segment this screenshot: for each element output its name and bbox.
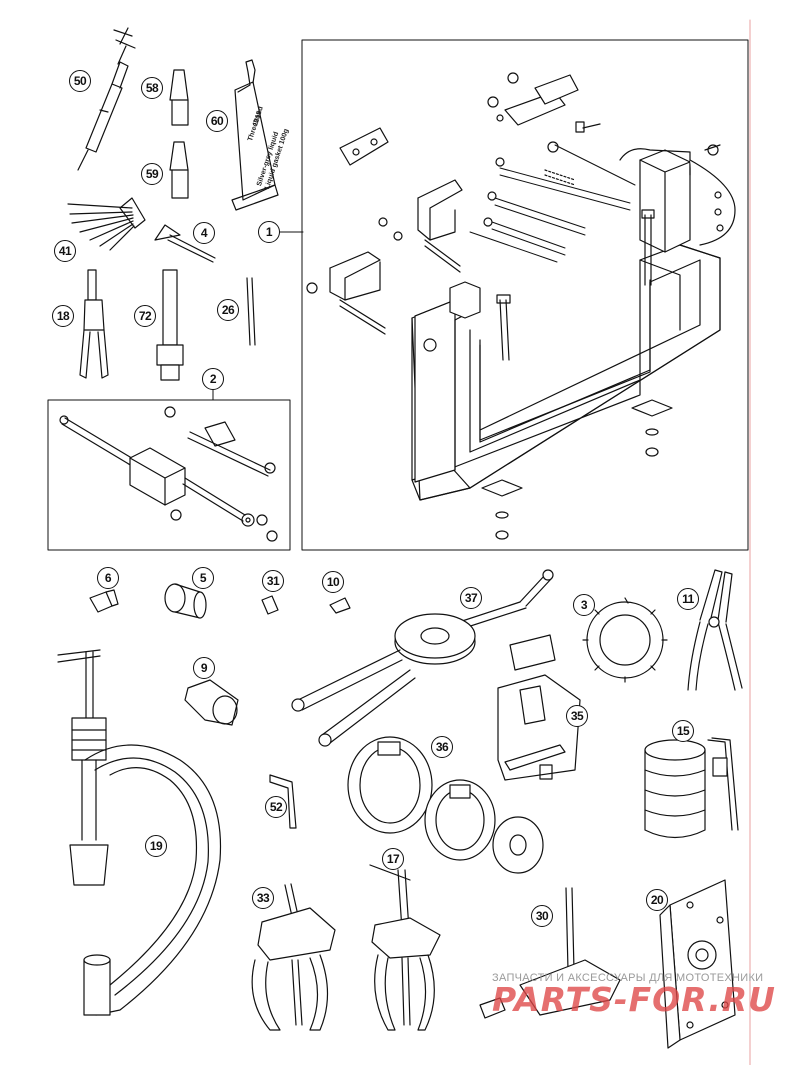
callout-5: 5 <box>192 567 214 589</box>
callout-1: 1 <box>258 221 280 243</box>
callout-35: 35 <box>566 705 588 727</box>
tube-60-drawing <box>231 59 279 211</box>
clamp-19-drawing <box>57 649 222 1016</box>
callout-15: 15 <box>672 720 694 742</box>
engine-stand-drawing <box>306 72 736 540</box>
holder-20 <box>659 879 736 1049</box>
key-52 <box>269 774 297 829</box>
sleeve-5 <box>164 583 207 619</box>
cone-bottle-58 <box>169 69 189 126</box>
callout-33: 33 <box>252 887 274 909</box>
callout-72: 72 <box>134 305 156 327</box>
shaft-72 <box>156 269 184 381</box>
callout-4: 4 <box>193 222 215 244</box>
compressor-15 <box>644 737 739 839</box>
callout-58: 58 <box>141 77 163 99</box>
callout-19: 19 <box>145 835 167 857</box>
pliers-11 <box>687 569 743 691</box>
screw-10 <box>329 597 351 614</box>
syringe-50-drawing <box>77 27 136 171</box>
callout-6: 6 <box>97 567 119 589</box>
puller-18 <box>79 269 109 379</box>
callout-2: 2 <box>202 368 224 390</box>
callout-10: 10 <box>322 571 344 593</box>
callout-31: 31 <box>262 570 284 592</box>
callout-59: 59 <box>141 163 163 185</box>
callout-60: 60 <box>206 110 228 132</box>
callout-26: 26 <box>217 299 239 321</box>
tip-6 <box>89 589 119 613</box>
callout-30: 30 <box>531 905 553 927</box>
callout-18: 18 <box>52 305 74 327</box>
callout-52: 52 <box>265 796 287 818</box>
puller-17 <box>369 864 441 1031</box>
screw-31 <box>261 595 279 615</box>
pin-26 <box>246 277 256 346</box>
feeler-gauge-41 <box>67 197 146 251</box>
callout-36: 36 <box>431 736 453 758</box>
watermark-logo: PARTS-FOR.RU <box>492 980 776 1019</box>
callout-3: 3 <box>573 594 595 616</box>
cone-bottle-59 <box>169 141 189 199</box>
rings-36 <box>347 736 544 874</box>
callout-50: 50 <box>69 70 91 92</box>
callout-17: 17 <box>382 848 404 870</box>
handle-37-drawing <box>291 569 554 747</box>
callout-41: 41 <box>54 240 76 262</box>
callout-11: 11 <box>677 588 699 610</box>
puller-33 <box>251 883 336 1031</box>
callout-37: 37 <box>460 587 482 609</box>
plate-35 <box>497 634 581 781</box>
watermark-caption: ЗАПЧАСТИ И АКСЕССУАРЫ ДЛЯ МОТОТЕХНИКИ <box>492 972 764 984</box>
assembly-1-frame <box>301 39 749 551</box>
special-puller-drawing <box>59 406 278 542</box>
gear-ring-3 <box>582 597 668 683</box>
protractor-4 <box>154 224 216 263</box>
callout-20: 20 <box>646 889 668 911</box>
callout-9: 9 <box>193 657 215 679</box>
adapter-9 <box>184 679 239 726</box>
assembly-2-frame <box>47 399 291 551</box>
tool-30 <box>479 887 621 1019</box>
